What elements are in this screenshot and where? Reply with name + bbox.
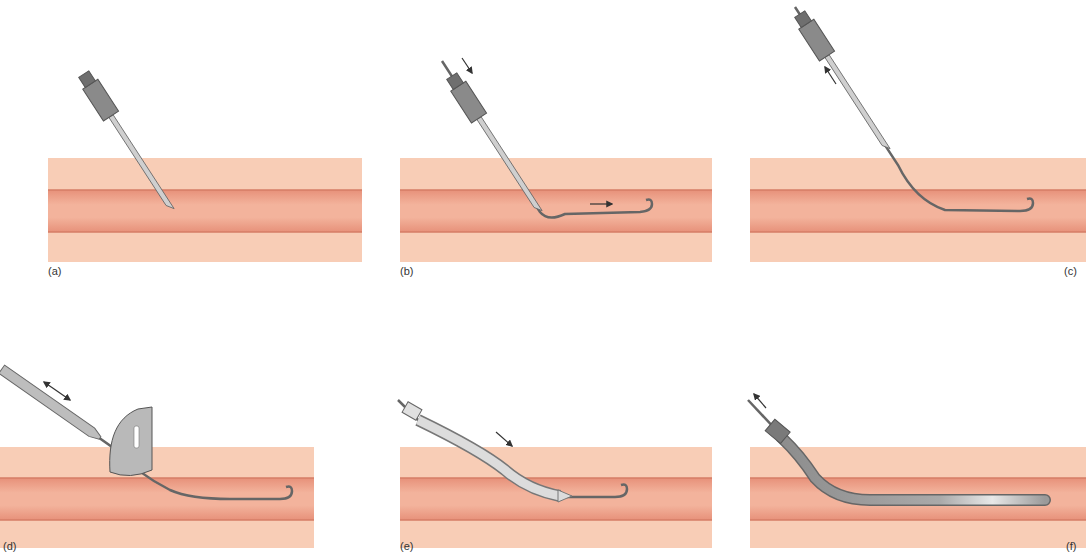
direction-arrow xyxy=(44,382,70,400)
needle xyxy=(792,9,895,155)
guidewire xyxy=(6,372,292,499)
tissue-vessel xyxy=(48,231,362,233)
direction-arrow xyxy=(462,58,472,73)
needle xyxy=(76,69,179,215)
scalpel xyxy=(110,407,152,476)
panel-label: (f) xyxy=(1066,540,1076,553)
catheter xyxy=(782,438,1045,500)
needle xyxy=(109,115,174,212)
tissue-vessel xyxy=(48,158,362,262)
panel-label: (b) xyxy=(400,265,413,278)
needle xyxy=(825,55,890,152)
scalpel xyxy=(134,426,139,448)
dilator xyxy=(402,402,422,420)
panel-label: (c) xyxy=(1064,265,1077,278)
guidewire xyxy=(398,400,627,497)
tissue-vessel xyxy=(400,519,712,521)
tissue-vessel xyxy=(750,231,1086,233)
dilator xyxy=(402,402,572,502)
dilator xyxy=(418,420,560,496)
catheter xyxy=(765,419,790,443)
tissue-vessel xyxy=(750,519,1086,521)
needle xyxy=(447,73,464,90)
tissue-vessel xyxy=(0,447,314,548)
tissue-vessel xyxy=(400,190,712,232)
tissue-vessel xyxy=(750,158,1086,262)
guidewire xyxy=(795,7,1033,211)
panel-label: (d) xyxy=(3,540,16,553)
tissue-vessel xyxy=(750,477,1086,479)
scalpel xyxy=(110,407,152,476)
needle xyxy=(795,11,812,28)
direction-arrow xyxy=(754,394,766,408)
sheath xyxy=(0,365,103,442)
tissue-vessel xyxy=(0,477,314,479)
guidewire xyxy=(442,61,652,218)
dilator xyxy=(558,490,572,502)
tissue-vessel xyxy=(750,189,1086,191)
tissue-vessel xyxy=(0,158,1086,548)
catheter xyxy=(765,419,1045,500)
needle xyxy=(79,71,96,88)
tissue-vessel xyxy=(400,158,712,262)
dilator xyxy=(418,420,560,496)
panel-label: (e) xyxy=(400,540,413,553)
panel-label: (a) xyxy=(48,265,61,278)
tissue-vessel xyxy=(48,190,362,232)
direction-arrow xyxy=(825,67,836,84)
needle xyxy=(444,71,547,217)
needle xyxy=(477,117,542,214)
sheath xyxy=(0,365,103,442)
tissue-vessel xyxy=(48,189,362,191)
tissue-vessel xyxy=(0,519,314,521)
catheter xyxy=(782,438,1045,500)
direction-arrow xyxy=(590,203,612,204)
tissue-vessel xyxy=(400,189,712,191)
tissue-vessel xyxy=(400,477,712,479)
tissue-vessel xyxy=(400,231,712,233)
tissue-vessel xyxy=(750,190,1086,232)
direction-arrow xyxy=(496,432,512,446)
